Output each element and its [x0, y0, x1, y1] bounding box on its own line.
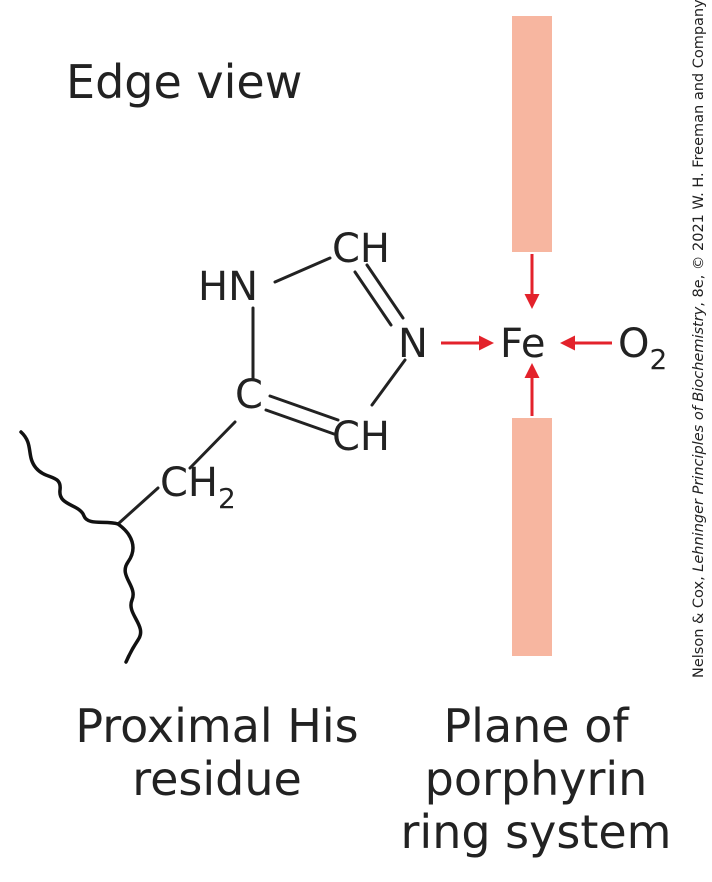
credit-book: Lehninger Principles of Biochemistry [691, 306, 707, 571]
credit-line: Nelson & Cox, Lehninger Principles of Bi… [691, 0, 707, 678]
atom-ch-bottom: CH [332, 414, 390, 460]
backbone-lower [116, 522, 143, 664]
label-plane-line1: Plane of [443, 699, 630, 753]
atom-ch-top: CH [332, 226, 390, 272]
porphyrin-plane-bottom [512, 418, 552, 656]
atom-ch2: CH2 [160, 460, 236, 515]
bond-ch-n-double-a [365, 263, 405, 320]
bond-ch2-backbone [116, 486, 160, 526]
bond-c-ch2 [188, 420, 237, 470]
bond-ch-n-double-b [353, 270, 393, 327]
atom-o2-subscript: 2 [649, 343, 667, 376]
bond-n-ch [370, 358, 407, 407]
porphyrin-plane-top [512, 16, 552, 252]
title: Edge view [66, 55, 302, 109]
bond-c-ch-double-b [264, 408, 336, 436]
imidazole-bonds [116, 256, 407, 526]
credit-suffix: , 8e, © 2021 W. H. Freeman and Company [691, 0, 707, 307]
bond-c-ch-double-a [268, 394, 340, 422]
label-proximal-line1: Proximal His [75, 699, 358, 753]
credit-prefix: Nelson & Cox, [691, 572, 707, 678]
label-plane-line2: porphyrin [425, 752, 648, 806]
bond-hn-ch [273, 256, 332, 284]
atom-ch2-subscript: 2 [218, 482, 236, 515]
atom-ch2-base: CH [160, 460, 218, 506]
coordination-arrows [441, 254, 612, 416]
protein-backbone [19, 430, 143, 664]
backbone-upper-left [19, 430, 120, 526]
atom-n: N [398, 321, 428, 367]
atom-o2: O2 [618, 321, 667, 376]
label-plane-line3: ring system [401, 805, 672, 859]
label-proximal-line2: residue [132, 752, 302, 806]
atom-c: C [235, 372, 263, 418]
atom-o2-base: O [618, 321, 649, 367]
atom-hn: HN [198, 264, 258, 310]
atom-fe: Fe [500, 321, 545, 367]
